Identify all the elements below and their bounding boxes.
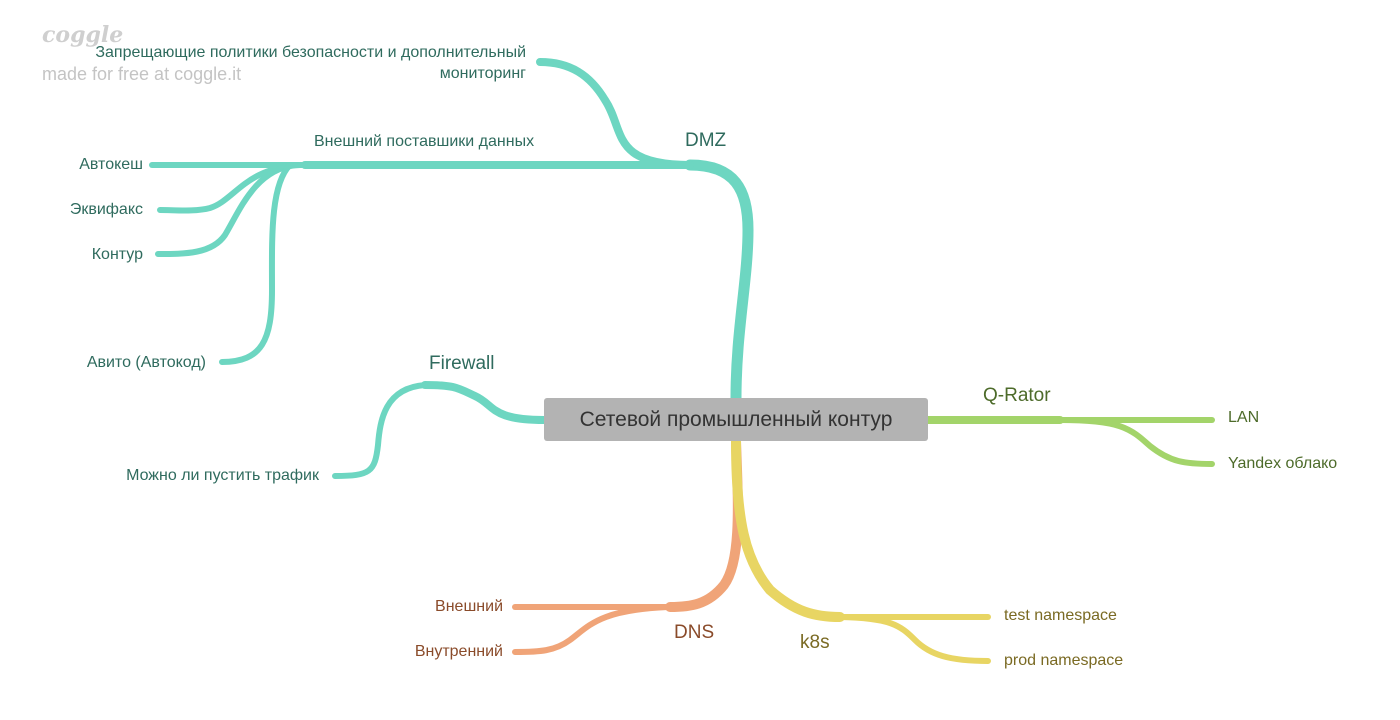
node-avito[interactable]: Авито (Автокод) — [86, 354, 206, 371]
node-yandex-cloud[interactable]: Yandex облако — [1228, 455, 1338, 472]
node-dmz[interactable]: DMZ — [685, 130, 727, 151]
node-dns-external[interactable]: Внешний — [435, 598, 503, 615]
branch-dmz — [684, 159, 754, 404]
node-firewall[interactable]: Firewall — [429, 353, 495, 374]
coggle-logo: coggle — [42, 22, 124, 48]
node-security-policies[interactable]: Запрещающие политики безопасности и допо… — [95, 44, 526, 82]
branch-firewall-traffic — [332, 382, 428, 479]
branch-prod-ns — [837, 614, 991, 664]
node-external-providers[interactable]: Внешний поставшики данных — [314, 133, 535, 150]
branch-avito — [219, 162, 293, 365]
node-prod-namespace[interactable]: prod namespace — [1004, 652, 1124, 669]
node-avtokesh[interactable]: Автокеш — [79, 156, 143, 173]
branch-dns-internal — [512, 604, 671, 655]
branch-ekvifaks — [157, 162, 303, 214]
root-node[interactable]: Сетевой промышленный контур — [544, 398, 928, 441]
node-qrator[interactable]: Q-Rator — [983, 385, 1051, 406]
node-k8s[interactable]: k8s — [800, 632, 830, 653]
branch-dmz-policies — [536, 58, 694, 169]
coggle-watermark: made for free at coggle.it — [42, 64, 242, 84]
node-traffic-question[interactable]: Можно ли пустить трафик — [126, 467, 319, 484]
node-ekvifaks[interactable]: Эквифакс — [69, 201, 143, 218]
branch-firewall — [421, 381, 548, 424]
node-dns[interactable]: DNS — [674, 622, 715, 643]
branch-k8s — [731, 436, 845, 622]
branch-yandex — [1057, 417, 1215, 467]
node-dns-internal[interactable]: Внутренний — [414, 643, 503, 660]
node-kontur[interactable]: Контур — [91, 246, 143, 263]
branch-kontur — [155, 162, 298, 257]
branch-dns — [665, 436, 743, 612]
node-lan[interactable]: LAN — [1228, 409, 1260, 426]
node-test-namespace[interactable]: test namespace — [1004, 607, 1117, 624]
